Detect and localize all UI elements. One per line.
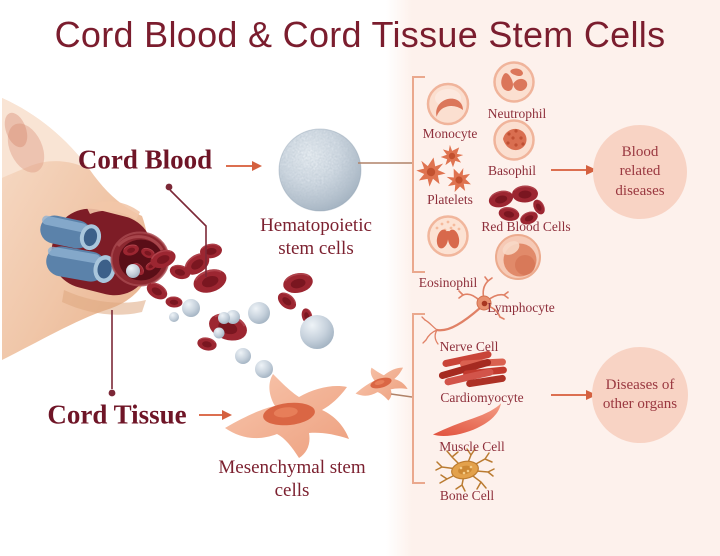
tissue-cells-bracket [412,313,425,484]
mesenchymal-stem-cell-icon [225,374,349,458]
cord-tissue-pointer-line [108,310,116,397]
platelets-label: Platelets [427,192,473,207]
umbilical-cord-illustration [2,98,170,360]
cord-blood-label: Cord Blood [77,144,213,175]
cardiomyocyte-label: Cardiomyocyte [440,390,524,405]
lymphocyte-icon [495,234,541,280]
eosinophil-icon [427,215,469,257]
nerve-cell-icon [421,276,509,345]
monocyte-icon [426,82,470,126]
arrow-cord-blood-icon [226,161,262,171]
blood-diseases-bubble: Blood related diseases [593,125,687,219]
bone-cell-icon [435,448,495,492]
lymphocyte-label: Lymphocyte [487,300,555,315]
basophil-label: Basophil [487,163,537,178]
neutrophil-label: Neutrophil [487,106,547,121]
cardiomyocyte-icon [438,351,507,388]
basophil-icon [493,119,535,161]
blood-cells-bracket [412,76,425,273]
other-diseases-text: Diseases of other organs [602,376,678,413]
other-diseases-bubble: Diseases of other organs [592,347,688,443]
cord-blood-pointer-line [165,183,207,277]
arrow-other-diseases-icon [551,390,597,400]
neutrophil-icon [493,61,535,103]
hematopoietic-stem-cell-icon [278,128,362,212]
page-title: Cord Blood & Cord Tissue Stem Cells [54,14,666,55]
eosinophil-label: Eosinophil [418,275,478,290]
muscle-cell-icon [432,403,502,436]
arrow-blood-diseases-icon [551,165,597,175]
cord-tissue-label: Cord Tissue [47,399,187,430]
scattered-blood-cells [143,241,334,378]
bone-cell-label: Bone Cell [439,488,495,503]
platelets-icon [413,140,476,197]
arrow-cord-tissue-icon [199,410,232,420]
red-blood-cells-label: Red Blood Cells [481,219,571,234]
hematopoietic-stem-cells-label: Hematopoietic stem cells [260,215,372,259]
mesenchymal-stem-cells-label: Mesenchymal stem cells [218,457,366,501]
monocyte-label: Monocyte [422,126,478,141]
nerve-cell-label: Nerve Cell [439,339,499,354]
muscle-cell-label: Muscle Cell [439,439,505,454]
blood-diseases-text: Blood related diseases [615,143,665,199]
mesenchymal-stem-cell-small-icon [351,362,410,406]
msc-bracket-connector [390,393,413,398]
